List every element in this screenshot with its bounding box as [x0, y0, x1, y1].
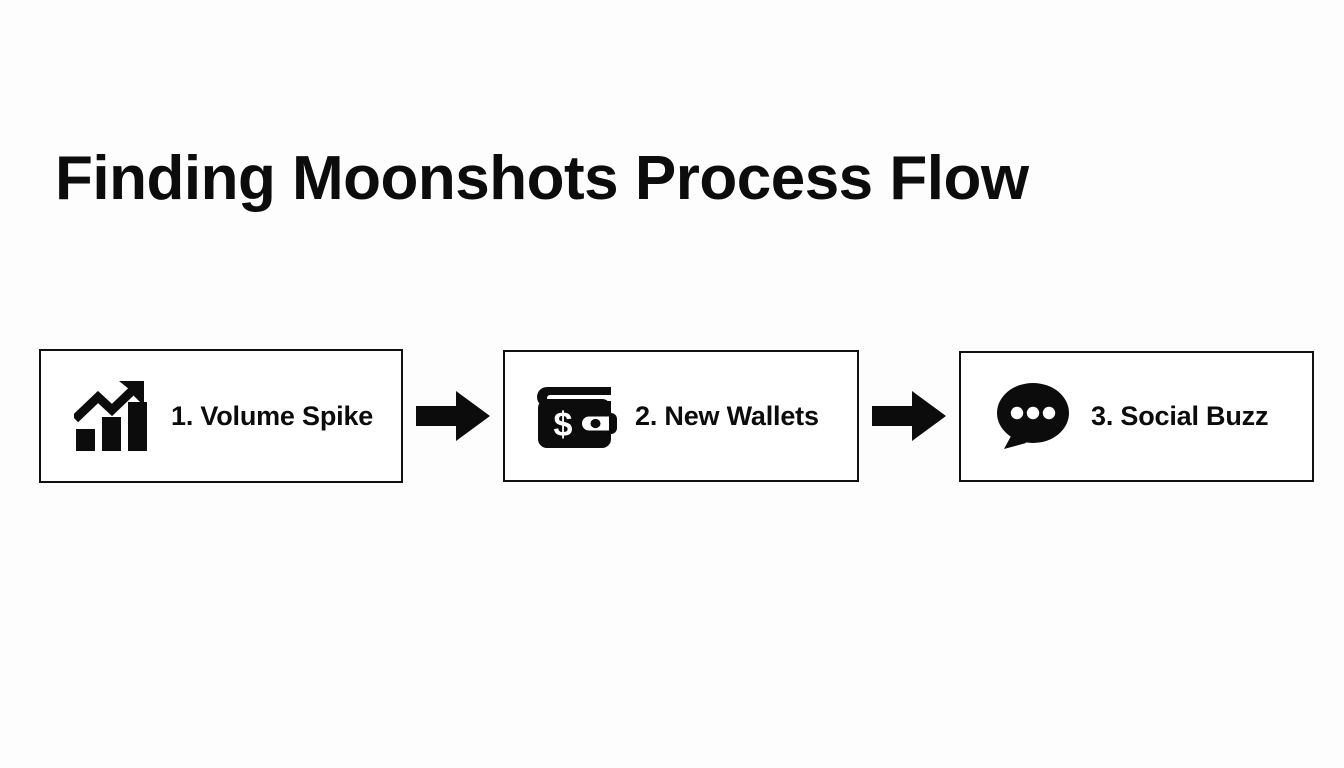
flow-connector-1: [403, 390, 503, 442]
process-step-2[interactable]: $ 2. New Wallets: [503, 350, 859, 482]
speech-bubble-dots-icon: [987, 377, 1079, 455]
process-step-1-label: 1. Volume Spike: [171, 400, 374, 431]
flow-connector-2: [859, 390, 959, 442]
process-flow-row: 1. Volume Spike $: [39, 348, 1314, 484]
arrow-right-icon: [416, 391, 490, 441]
wallet-dollar-icon: $: [531, 377, 623, 455]
process-step-3[interactable]: 3. Social Buzz: [959, 350, 1314, 482]
process-step-1[interactable]: 1. Volume Spike: [39, 349, 403, 483]
svg-text:$: $: [554, 406, 573, 444]
chart-growth-icon: [67, 377, 159, 455]
process-step-3-label: 3. Social Buzz: [1091, 400, 1269, 431]
arrow-right-icon: [872, 391, 946, 441]
page-title: Finding Moonshots Process Flow: [55, 144, 1029, 213]
process-step-2-label: 2. New Wallets: [635, 400, 819, 431]
